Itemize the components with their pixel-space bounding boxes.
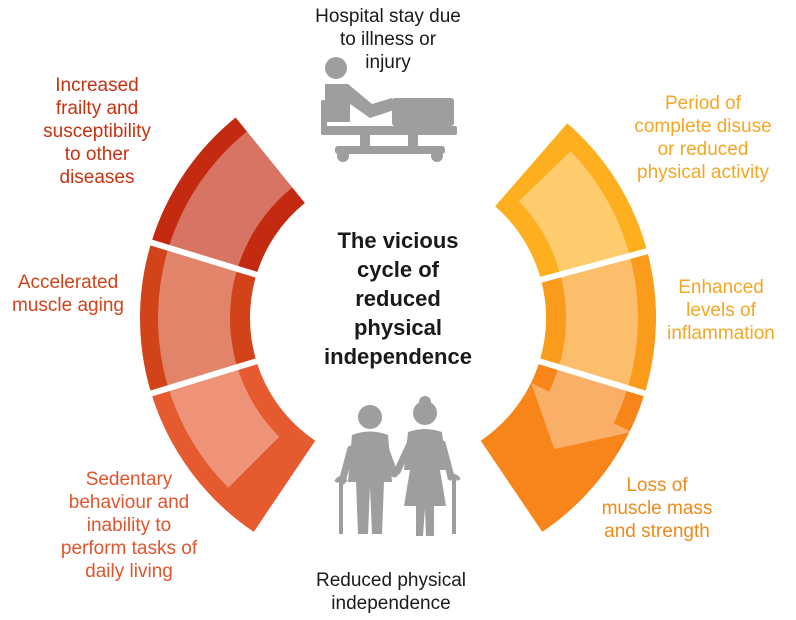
center-title: The vicious cycle of reduced physical in… bbox=[324, 228, 472, 369]
segment-muscle-loss bbox=[480, 361, 645, 532]
segment-divider bbox=[146, 238, 262, 279]
segment-frailty bbox=[151, 117, 305, 275]
stage-label-muscle-aging: Accelerated muscle aging bbox=[12, 272, 124, 316]
segment-divider bbox=[534, 357, 650, 398]
stage-label-disuse: Period of complete disuse or reduced phy… bbox=[634, 93, 772, 183]
arrow-left-clockwise bbox=[157, 90, 346, 488]
segment-divider bbox=[146, 357, 262, 398]
arrow-right-clockwise bbox=[518, 151, 638, 450]
stage-label-muscle-loss: Loss of muscle mass and strength bbox=[601, 475, 713, 542]
segment-muscle-aging bbox=[140, 242, 257, 394]
stage-label-inflammation: Enhanced levels of inflammation bbox=[667, 277, 775, 344]
stage-label-sedentary: Sedentary behaviour and inability to per… bbox=[60, 469, 198, 582]
hospital-bed-icon bbox=[321, 57, 457, 162]
cycle-arrows bbox=[157, 90, 638, 488]
segment-sedentary bbox=[151, 361, 316, 532]
stage-label-reduced-independence: Reduced physical independence bbox=[316, 570, 466, 614]
segment-divider bbox=[536, 247, 652, 284]
stage-label-hospital-stay: Hospital stay due to illness or injury bbox=[315, 6, 461, 73]
cycle-icons bbox=[321, 57, 461, 536]
segment-inflammation bbox=[539, 251, 656, 394]
elderly-couple-icon bbox=[334, 396, 461, 536]
cycle-segments bbox=[140, 117, 656, 532]
segment-disuse bbox=[495, 123, 648, 280]
stage-label-frailty: Increased frailty and susceptibility to … bbox=[43, 75, 151, 188]
